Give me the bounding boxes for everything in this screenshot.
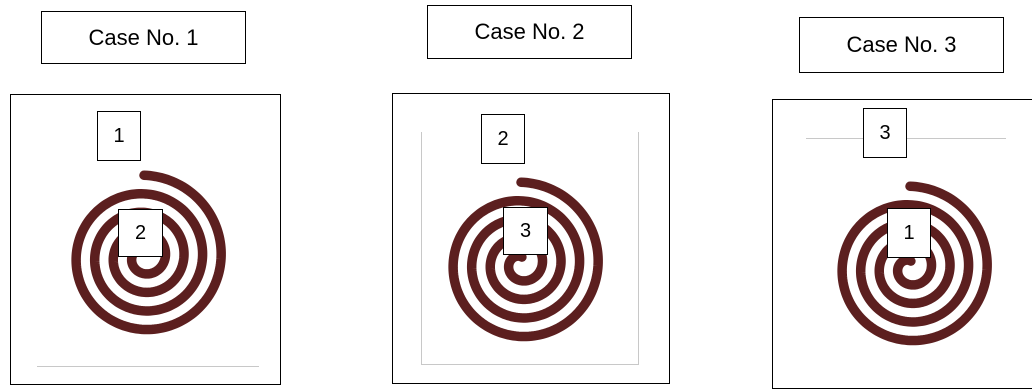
guide-line — [37, 366, 259, 367]
case-3-panel: 3 1 — [772, 99, 1032, 389]
case-2-label: Case No. 2 — [427, 5, 632, 59]
inner-number-box: 1 — [887, 208, 931, 258]
case-2-panel: 2 3 — [392, 93, 670, 384]
case-3-label: Case No. 3 — [799, 17, 1004, 73]
inner-number-box: 2 — [118, 209, 163, 257]
case-1-label: Case No. 1 — [41, 11, 246, 64]
inner-number-box: 3 — [503, 207, 548, 255]
guide-line — [638, 132, 639, 364]
case-1-panel: 1 2 — [10, 94, 281, 385]
outer-number-box: 3 — [863, 108, 907, 158]
outer-number-box: 1 — [97, 111, 141, 161]
outer-number-box: 2 — [481, 114, 525, 164]
guide-line — [421, 132, 422, 364]
guide-line — [421, 364, 639, 365]
